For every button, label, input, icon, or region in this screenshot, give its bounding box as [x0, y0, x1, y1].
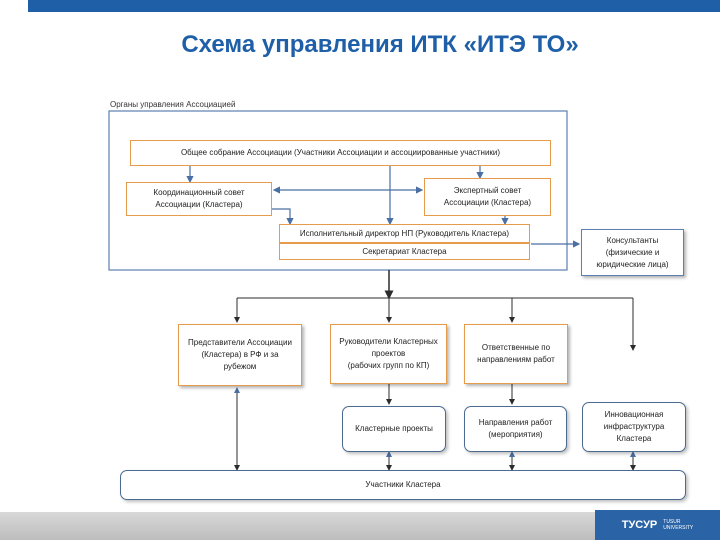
project-leaders-box: Руководители Кластерных проектов (рабочи… — [330, 324, 447, 384]
university-logo: ТУСУР TUSUR UNIVERSITY — [595, 510, 720, 540]
coordination-council-box: Координационный совет Ассоциации (Класте… — [126, 182, 272, 216]
executive-director-box: Исполнительный директор НП (Руководитель… — [279, 224, 530, 243]
governance-label: Органы управления Ассоциацией — [110, 100, 236, 109]
logo-mark: ТУСУР — [621, 519, 658, 531]
general-assembly-box: Общее собрание Ассоциации (Участники Асс… — [130, 140, 551, 166]
cluster-projects-box: Кластерные проекты — [342, 406, 446, 452]
participants-box: Участники Кластера — [120, 470, 686, 500]
governance-frame — [108, 110, 568, 271]
work-directions-box: Направления работ (мероприятия) — [464, 406, 567, 452]
page-title: Схема управления ИТК «ИТЭ ТО» — [181, 31, 579, 58]
secretariat-box: Секретариат Кластера — [279, 243, 530, 260]
line-coord-exec — [272, 208, 294, 226]
expert-council-box: Экспертный совет Ассоциации (Кластера) — [424, 178, 551, 216]
logo-subtitle: TUSUR UNIVERSITY — [663, 519, 694, 531]
innovation-infrastructure-box: Инновационная инфраструктура Кластера — [582, 402, 686, 452]
consultants-box: Консультанты (физические и юридические л… — [581, 229, 684, 276]
top-bar — [28, 0, 720, 12]
representatives-box: Представители Ассоциации (Кластера) в РФ… — [178, 324, 302, 386]
responsible-box: Ответственные по направлениям работ — [464, 324, 568, 384]
